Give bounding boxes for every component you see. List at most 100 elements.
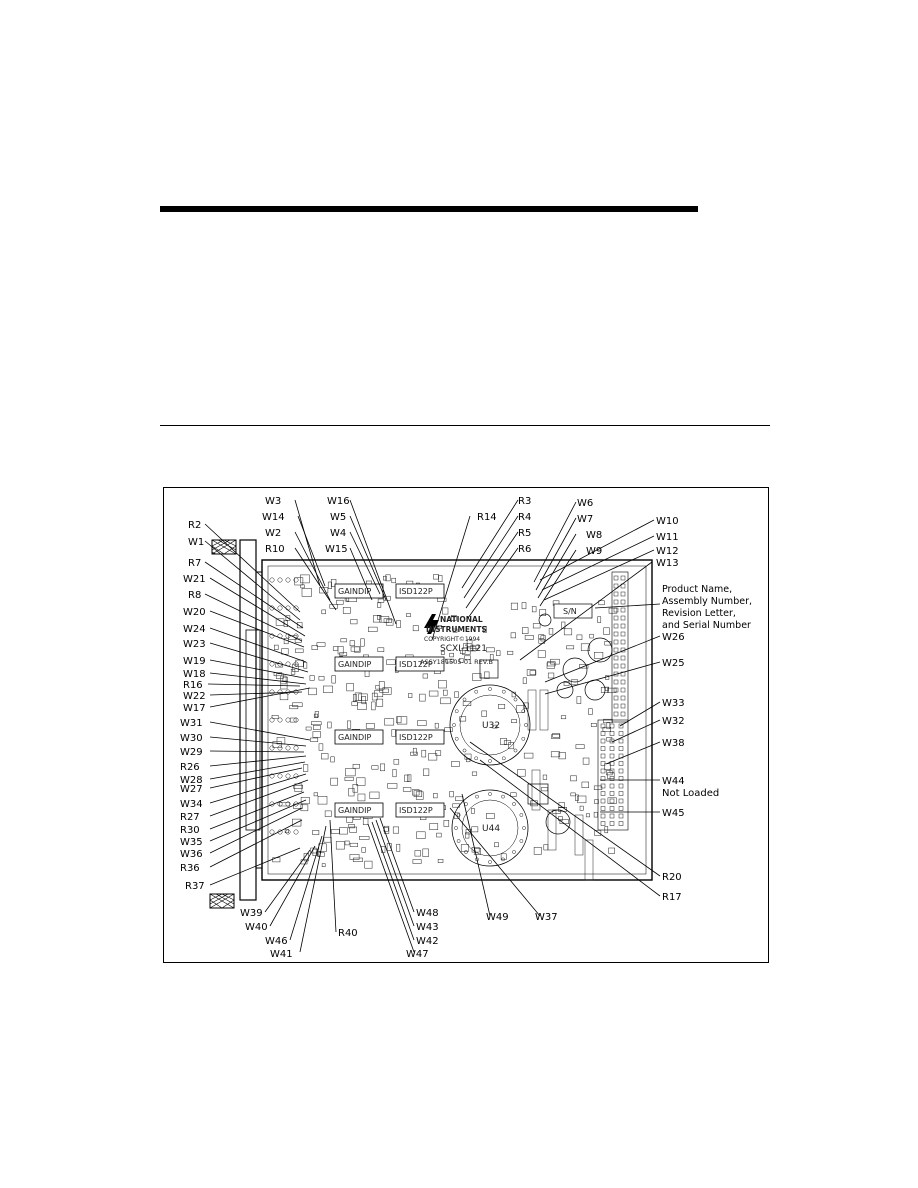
note-line: Product Name, — [662, 584, 732, 595]
callout-label: W39 — [240, 908, 263, 919]
circuit-mark — [484, 671, 490, 679]
circuit-mark — [552, 733, 560, 738]
circuit-mark — [618, 768, 624, 774]
circuit-mark — [618, 783, 624, 789]
callout-label: W19 — [183, 656, 206, 667]
circuit-mark — [269, 689, 275, 695]
circuit-mark — [364, 860, 373, 869]
circuit-mark — [494, 842, 499, 848]
circuit-mark — [269, 829, 275, 835]
circuit-mark — [575, 794, 579, 801]
chip-packages — [334, 583, 445, 818]
circuit-mark — [618, 731, 624, 736]
circuit-mark — [613, 687, 619, 693]
callouts-bottom: W39 W40 W46 W41 R40 W48 W43 W42 W47 W49 … — [240, 908, 558, 960]
circuit-mark — [347, 720, 352, 729]
circuit-mark — [563, 628, 573, 636]
callout-label: W18 — [183, 669, 206, 680]
circuit-mark — [330, 756, 335, 763]
w44-note: W44 Not Loaded — [662, 776, 719, 799]
circuit-mark — [379, 688, 389, 693]
note-line: Revision Letter, — [662, 608, 736, 619]
chip-label: ISD122P — [399, 733, 433, 742]
circuit-mark — [269, 661, 275, 667]
circuit-mark — [344, 776, 354, 781]
circuit-mark — [501, 756, 506, 761]
note-line: W44 — [662, 776, 685, 787]
circuit-mark — [311, 721, 322, 726]
circuit-mark — [362, 818, 369, 825]
u32-label: U32 — [482, 721, 500, 731]
circuit-mark — [269, 745, 275, 751]
circuit-mark — [378, 681, 385, 690]
circuit-mark — [532, 623, 541, 629]
circuit-mark — [613, 599, 619, 605]
callout-label: W4 — [330, 528, 346, 539]
ni-logo-icon — [424, 614, 439, 634]
circuit-mark — [269, 577, 275, 583]
callout-label: W12 — [656, 546, 679, 557]
circuit-mark — [300, 584, 305, 589]
note-line: Not Loaded — [662, 788, 719, 799]
callout-label: W9 — [586, 546, 602, 557]
callout-label: W42 — [416, 936, 439, 947]
circuit-mark — [436, 832, 442, 838]
circuit-mark — [613, 575, 619, 581]
circuit-mark — [277, 577, 283, 583]
circuit-mark — [435, 750, 442, 756]
circuit-mark — [522, 677, 527, 684]
callout-label: W16 — [327, 496, 350, 507]
circuit-mark — [349, 842, 358, 847]
circuit-mark — [613, 631, 619, 637]
circuit-mark — [323, 685, 333, 693]
circuit-mark — [300, 804, 309, 812]
circuit-mark — [605, 686, 609, 691]
circuit-mark — [526, 669, 536, 676]
circuit-mark — [470, 808, 475, 814]
circuit-mark — [376, 698, 384, 707]
circuit-mark — [523, 752, 534, 759]
callout-label: W11 — [656, 532, 679, 543]
circuit-mark — [577, 795, 587, 804]
circuit-mark — [317, 852, 325, 857]
circuit-mark — [613, 591, 619, 597]
circuit-mark — [331, 829, 340, 834]
section-divider-rule — [160, 425, 770, 426]
circuit-mark — [613, 703, 619, 709]
circuit-mark — [300, 797, 310, 805]
chip-label: GAINDIP — [338, 733, 372, 742]
circuit-mark — [339, 652, 348, 656]
circuit-mark — [597, 616, 602, 623]
circuit-mark — [419, 693, 426, 702]
circuit-mark — [449, 791, 454, 798]
circuit-mark — [452, 723, 456, 727]
callout-label: R5 — [518, 528, 531, 539]
circuit-mark — [501, 689, 506, 694]
circuit-mark — [602, 726, 611, 732]
circuit-mark — [600, 806, 606, 811]
circuit-mark — [574, 814, 584, 856]
circuit-mark — [336, 599, 344, 605]
circuit-mark — [618, 798, 624, 804]
circuit-mark — [269, 773, 275, 779]
circuit-mark — [415, 791, 424, 800]
circuit-mark — [312, 848, 318, 856]
circuit-mark — [466, 639, 473, 644]
circuit-mark — [609, 723, 615, 729]
circuit-mark — [377, 647, 385, 652]
circuit-mark — [588, 708, 593, 715]
circuit-mark — [600, 798, 606, 804]
circuit-mark — [600, 723, 606, 729]
circuit-mark — [410, 751, 418, 756]
circuit-mark — [517, 769, 526, 777]
u44-label: U44 — [482, 824, 500, 834]
circuit-mark — [607, 772, 615, 779]
callout-label: R27 — [180, 812, 200, 823]
circuit-mark — [303, 764, 309, 772]
circuit-mark — [396, 620, 401, 628]
circuit-mark — [392, 769, 397, 778]
circuit-mark — [296, 622, 303, 629]
callout-label: R17 — [662, 892, 682, 903]
circuit-mark — [609, 731, 615, 736]
circuit-mark — [311, 645, 318, 650]
